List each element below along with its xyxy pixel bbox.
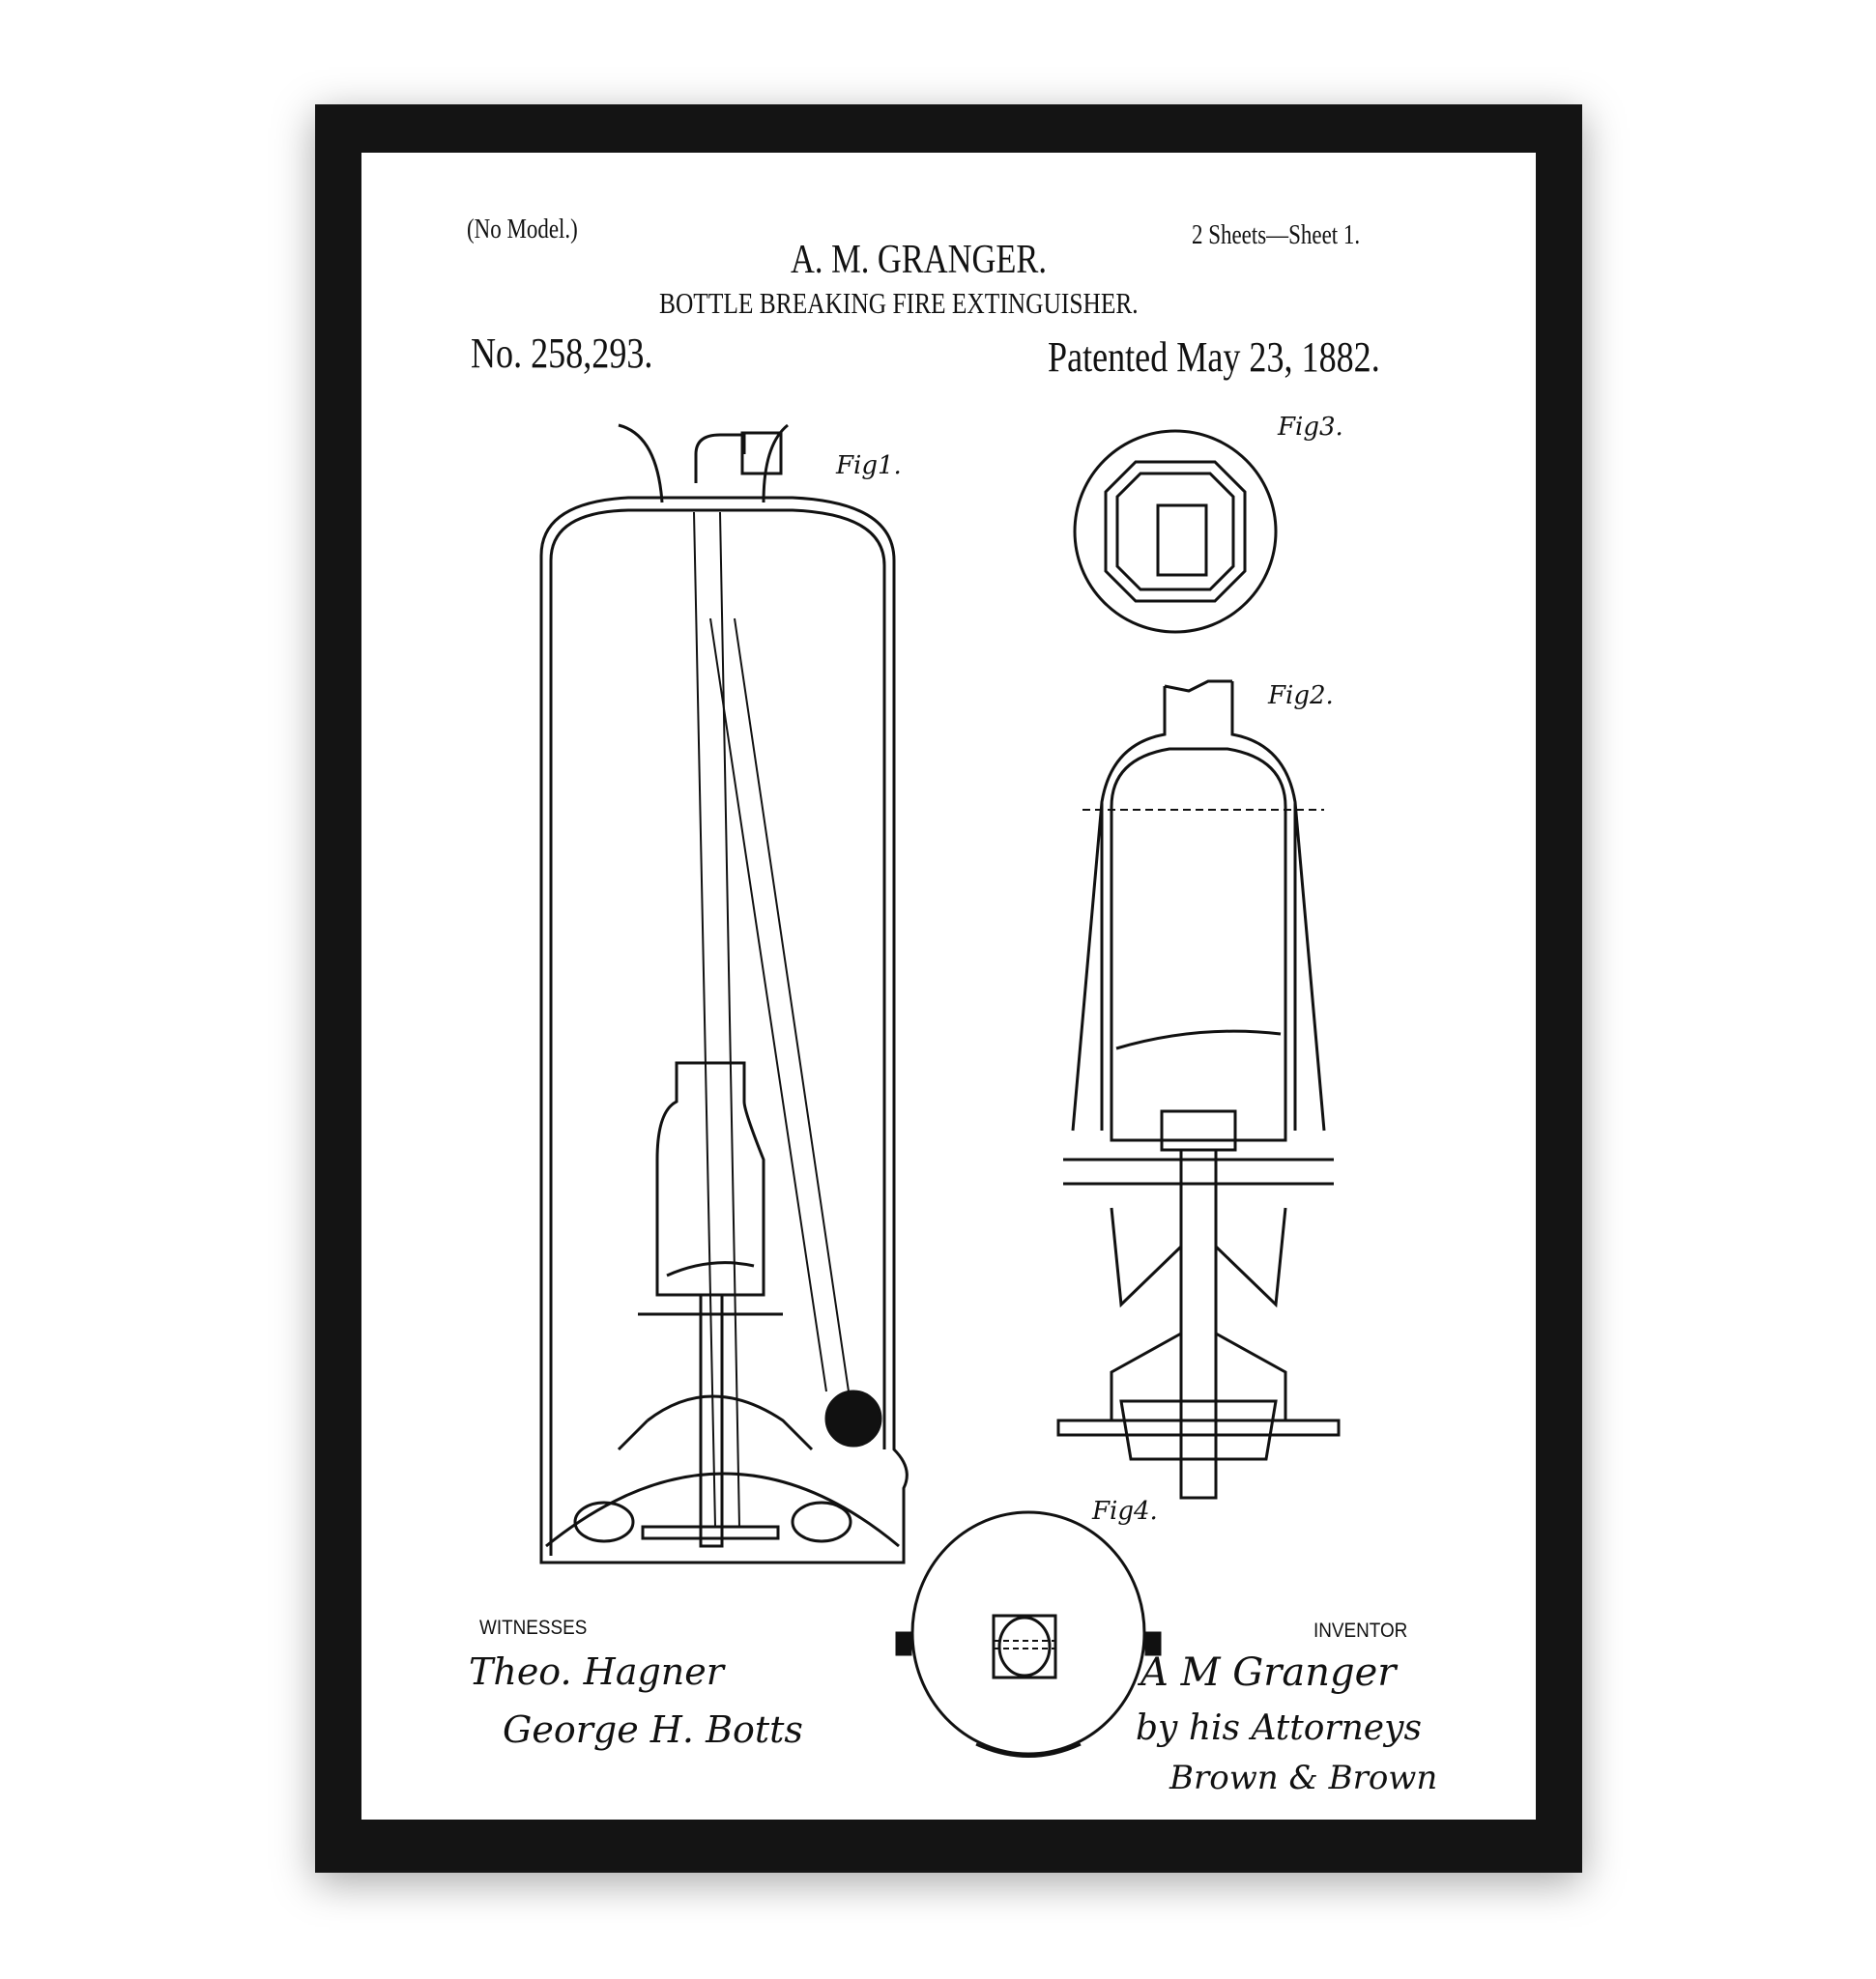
figure-2-section [1056,679,1341,1500]
figure-4-plan [895,1510,1162,1758]
inventor-name: A. M. GRANGER. [791,238,1048,282]
inventor-label: INVENTOR [1313,1620,1408,1642]
attorney-signature: Brown & Brown [1169,1759,1438,1797]
inventor-signature: A M Granger [1140,1650,1397,1695]
patent-title: BOTTLE BREAKING FIRE EXTINGUISHER. [659,286,1139,320]
attorney-line: by his Attorneys [1136,1708,1422,1748]
fig4-label: Fig4. [1091,1497,1158,1526]
patent-sheet [361,153,1536,1820]
figure-labels: Fig1. Fig2. Fig3. Fig4. [835,413,1343,1526]
model-note: (No Model.) [467,215,578,244]
witnesses-label: WITNESSES [479,1617,588,1639]
fig1-label: Fig1. [835,451,902,480]
patent-date: Patented May 23, 1882. [1048,333,1380,381]
figure-1-extinguisher [539,423,909,1564]
witness-signature: Theo. Hagner [469,1650,724,1693]
fig2-label: Fig2. [1267,681,1334,710]
sheet-count: 2 Sheets—Sheet 1. [1192,220,1361,250]
witness-signature: George H. Botts [503,1708,803,1751]
figure-3-plan [1073,429,1278,634]
patent-number: No. 258,293. [471,330,653,377]
fig3-label: Fig3. [1277,413,1343,442]
